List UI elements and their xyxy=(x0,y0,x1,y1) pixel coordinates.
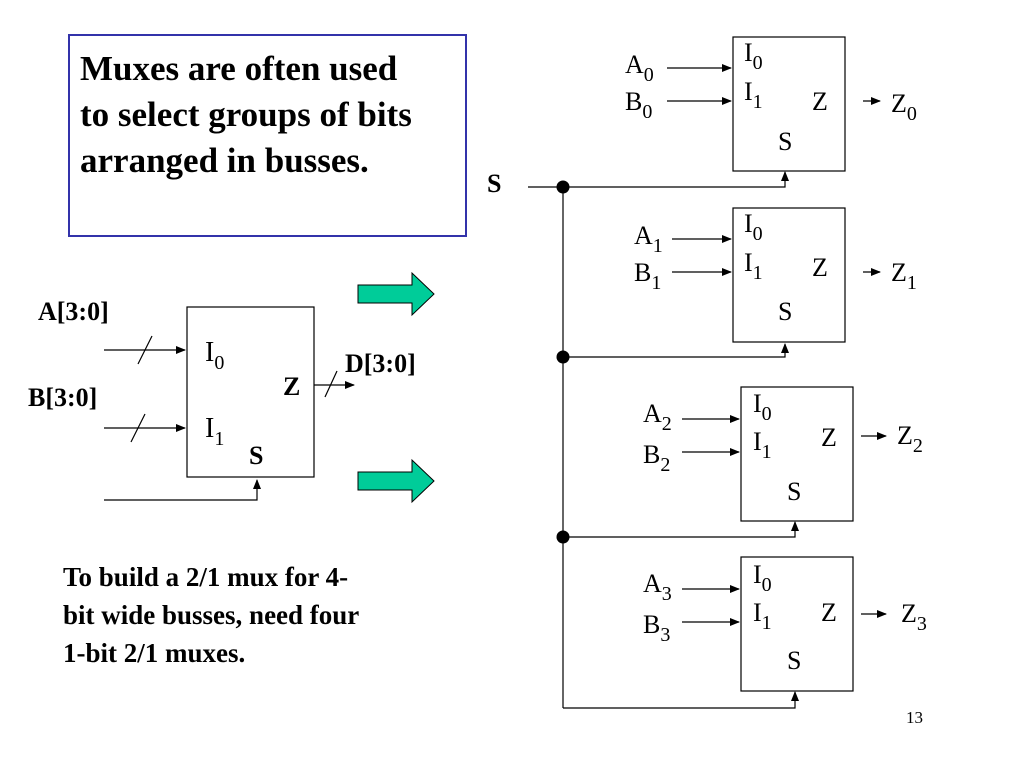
mux-port-z: Z xyxy=(821,423,837,452)
mux-input-b-label: B3 xyxy=(643,610,670,646)
mux-input-a-label: A1 xyxy=(634,221,663,257)
mux-port-i1: I1 xyxy=(744,77,763,113)
mux-input-b-label: B0 xyxy=(625,87,652,123)
mux-output-label: Z1 xyxy=(891,258,917,294)
mux-port-s: S xyxy=(778,127,792,156)
mux-port-z: Z xyxy=(821,598,837,627)
bit-mux-2: A2 B2 I0 I1 Z S Z2 xyxy=(643,386,923,522)
mux-box xyxy=(740,556,854,692)
title-line-2: to select groups of bits xyxy=(80,95,412,134)
mux-port-s: S xyxy=(787,646,801,675)
slide-number: 13 xyxy=(906,708,923,727)
title-line-3: arranged in busses. xyxy=(80,141,369,180)
mux-output-label: Z3 xyxy=(901,599,927,635)
bus-port-z: Z xyxy=(283,372,300,401)
mux-port-i0: I0 xyxy=(753,389,772,425)
green-arrow-icon xyxy=(357,458,435,504)
title-line-1: Muxes are often used xyxy=(80,49,398,88)
bus-port-i1: I1 xyxy=(205,413,224,450)
caption-line-1: To build a 2/1 mux for 4- xyxy=(63,562,349,592)
bus-mux: A[3:0] B[3:0] D[3:0] I0 I1 Z S xyxy=(28,297,416,501)
mux-port-z: Z xyxy=(812,253,828,282)
mux-port-i1: I1 xyxy=(753,427,772,463)
mux-box xyxy=(732,36,846,172)
green-arrow-icon xyxy=(357,271,435,317)
caption-line-2: bit wide busses, need four xyxy=(63,600,360,630)
caption-line-3: 1-bit 2/1 muxes. xyxy=(63,638,246,668)
mux-port-z: Z xyxy=(812,87,828,116)
bit-mux-3: A3 B3 I0 I1 Z S Z3 xyxy=(643,556,927,692)
bit-mux-1: A1 B1 I0 I1 Z S Z1 xyxy=(634,207,917,343)
caption: To build a 2/1 mux for 4- bit wide busse… xyxy=(63,558,453,672)
mux-port-i1: I1 xyxy=(744,248,763,284)
select-tap-1 xyxy=(563,343,789,358)
select-label: S xyxy=(487,169,501,198)
title-box: Muxes are often used to select groups of… xyxy=(68,34,467,237)
mux-port-i0: I0 xyxy=(744,38,763,74)
bus-input-a-label: A[3:0] xyxy=(38,297,109,326)
mux-input-a-label: A2 xyxy=(643,399,672,435)
mux-box xyxy=(732,207,846,343)
bus-output-label: D[3:0] xyxy=(345,349,416,378)
bus-out-width-slash xyxy=(324,370,338,398)
mux-box xyxy=(740,386,854,522)
bus-input-b-label: B[3:0] xyxy=(28,383,97,412)
mux-output-label: Z0 xyxy=(891,89,917,125)
select-tap-2 xyxy=(563,521,799,538)
mux-port-s: S xyxy=(778,297,792,326)
mux-port-s: S xyxy=(787,477,801,506)
bus-select-wire xyxy=(104,479,261,501)
bus-port-s: S xyxy=(249,441,263,470)
bus-mux-box xyxy=(186,306,315,478)
bus-port-i0: I0 xyxy=(205,337,224,374)
mux-port-i0: I0 xyxy=(753,560,772,596)
mux-input-a-label: A3 xyxy=(643,569,672,605)
mux-port-i1: I1 xyxy=(753,598,772,634)
mux-input-a-label: A0 xyxy=(625,50,654,86)
mux-input-b-label: B1 xyxy=(634,258,661,294)
select-tap-0 xyxy=(563,171,789,188)
mux-port-i0: I0 xyxy=(744,209,763,245)
mux-output-label: Z2 xyxy=(897,421,923,457)
bus-b-width-slash xyxy=(130,413,146,443)
mux-input-b-label: B2 xyxy=(643,440,670,476)
select-tap-3 xyxy=(563,691,799,709)
bus-a-width-slash xyxy=(137,335,153,365)
bit-mux-0: A0 B0 I0 I1 Z S Z0 xyxy=(625,36,917,172)
